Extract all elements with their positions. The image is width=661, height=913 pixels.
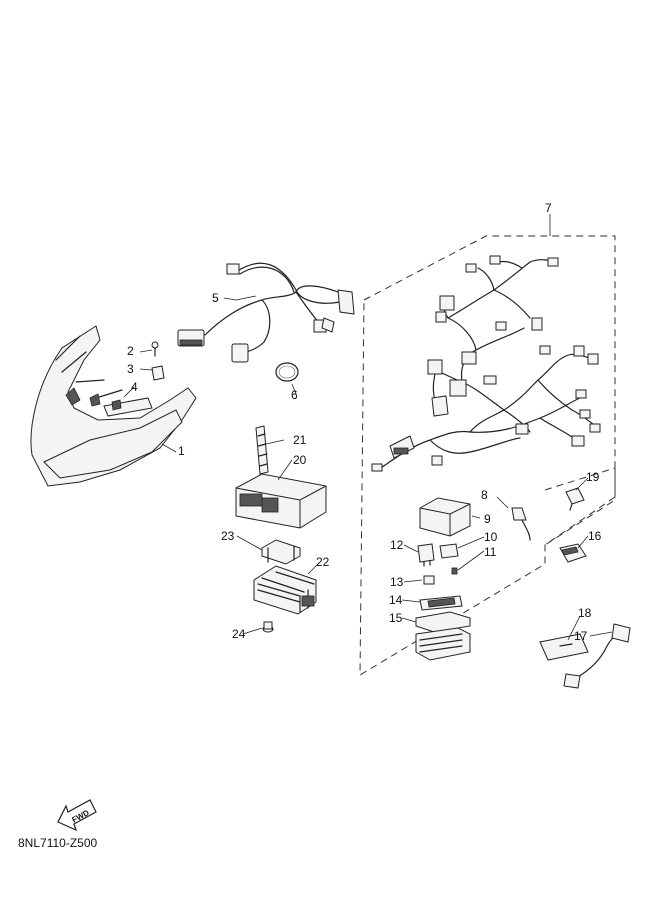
- part-21-damper: [255, 425, 269, 475]
- callout-9: 9: [484, 512, 491, 526]
- part-10-relay: [439, 543, 459, 559]
- part-6-band: [275, 362, 299, 382]
- callout-15: 15: [389, 611, 403, 625]
- callout-4: 4: [131, 380, 138, 394]
- callout-11: 11: [484, 545, 497, 559]
- part-8-relay-cover: [511, 507, 531, 541]
- callout-17: 17: [574, 629, 588, 643]
- part-3-clip: [151, 365, 165, 381]
- callout-1: 1: [178, 444, 185, 458]
- callout-7: 7: [545, 201, 552, 215]
- part-19-connector: [565, 487, 585, 511]
- callout-23: 23: [221, 529, 235, 543]
- callout-24: 24: [232, 627, 246, 641]
- parts-16-19-boundary: [544, 467, 616, 546]
- part-20-ecu: [235, 473, 327, 529]
- part-5-sub-harness: [177, 262, 355, 363]
- part-22-regulator-rectifier: [253, 565, 317, 615]
- part-14-fuse-label: [419, 595, 463, 611]
- part-7-wire-harness: [371, 255, 601, 472]
- part-18-label-card: [539, 633, 589, 661]
- callout-8: 8: [481, 488, 488, 502]
- callout-6: 6: [291, 388, 298, 402]
- part-4-nut: [111, 399, 122, 411]
- callout-14: 14: [389, 593, 403, 607]
- callout-3: 3: [127, 362, 134, 376]
- part-11-fuse: [451, 567, 458, 575]
- part-24-bolt: [262, 621, 274, 633]
- part-16-connector: [559, 543, 587, 563]
- part-23-bracket: [261, 539, 301, 565]
- callout-2: 2: [127, 344, 134, 358]
- part-1-headlight-cowl: [30, 325, 197, 487]
- part-17-sub-lead: [563, 623, 631, 689]
- callout-5: 5: [212, 291, 219, 305]
- diagram-code: 8NL7110-Z500: [18, 836, 98, 850]
- callout-21: 21: [293, 433, 307, 447]
- callout-10: 10: [484, 530, 498, 544]
- fwd-arrow-icon: FWD: [57, 799, 97, 832]
- part-12-relay: [417, 543, 435, 567]
- part-15-fuse-holder: [415, 611, 471, 661]
- callout-19: 19: [586, 470, 600, 484]
- callout-12: 12: [390, 538, 404, 552]
- leader-lines: [123, 214, 613, 641]
- part-2-screw: [151, 341, 159, 357]
- part-13-diode: [423, 575, 435, 585]
- part-7-harness-boundary: [359, 235, 616, 676]
- callout-22: 22: [316, 555, 330, 569]
- callout-13: 13: [390, 575, 404, 589]
- callout-18: 18: [578, 606, 592, 620]
- part-9-fuse-box: [419, 497, 471, 537]
- callout-16: 16: [588, 529, 602, 543]
- callout-20: 20: [293, 453, 307, 467]
- callout-labels: 1 2 3 4 5 6 7 8 9 10 11 12 13 14 15 16 1…: [127, 201, 602, 643]
